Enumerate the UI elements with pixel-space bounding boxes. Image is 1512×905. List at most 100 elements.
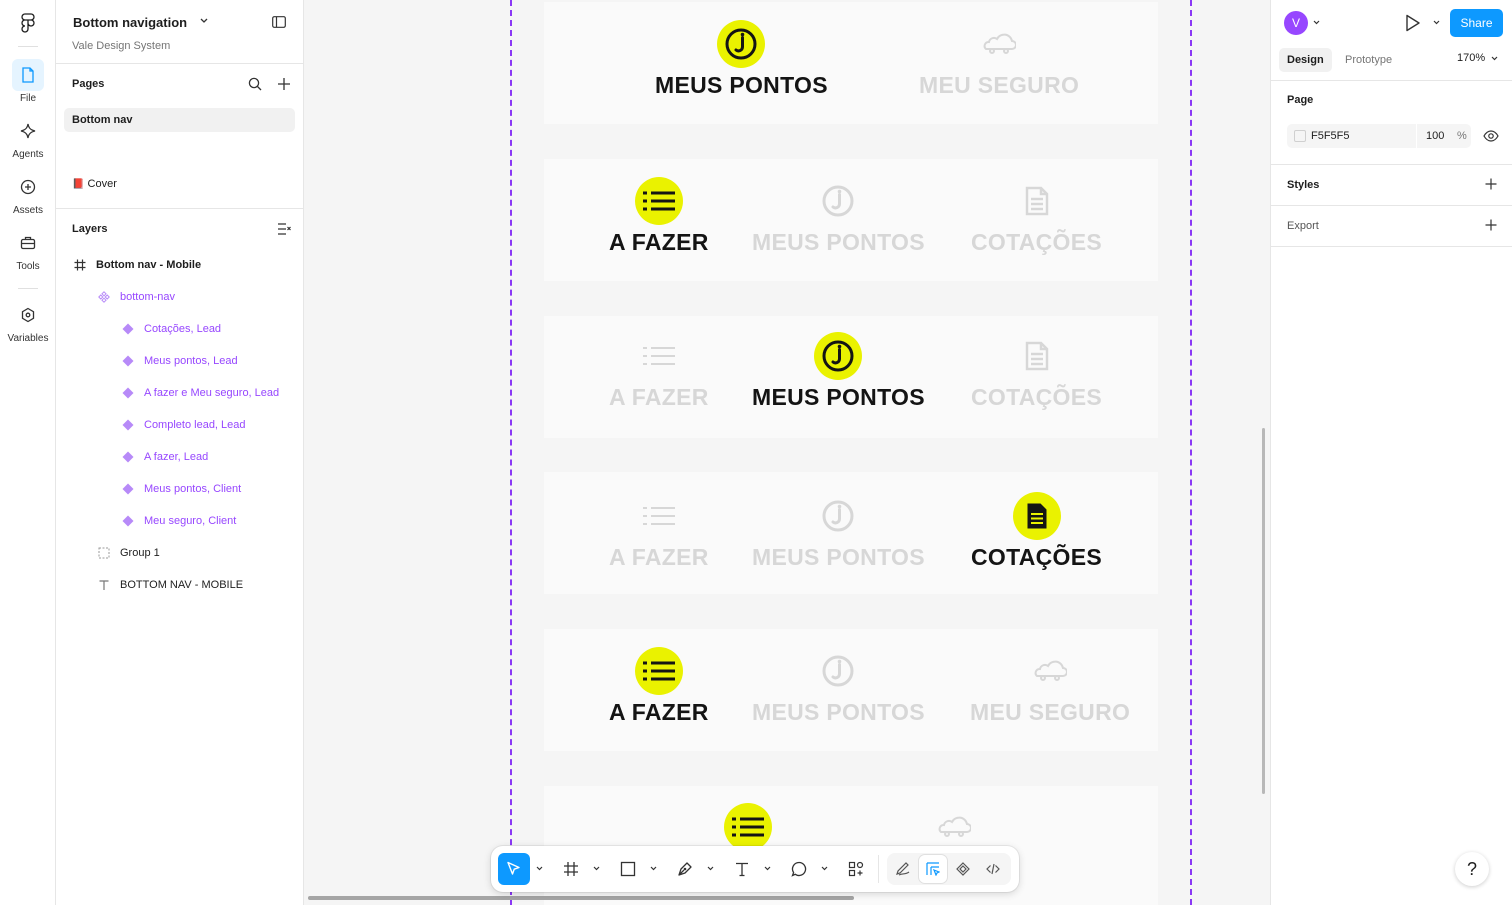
nav-tab-a-fazer[interactable]: A FAZER [609,647,709,726]
rail-item-agents[interactable]: Agents [0,115,56,165]
tab-design[interactable]: Design [1279,48,1332,72]
page-item-bottom-nav[interactable]: Bottom nav [64,108,295,132]
rail-item-variables[interactable]: Variables [0,299,56,349]
zoom-value: 170% [1457,52,1486,64]
tab-prototype[interactable]: Prototype [1345,54,1393,66]
move-tool-button[interactable] [498,853,530,885]
nav-tab-meu-seguro[interactable]: MEU SEGURO [919,20,1079,99]
bottom-nav-variant[interactable]: A FAZER MEUS PONTOS COTAÇÕES [544,159,1158,281]
shape-tool-button[interactable] [612,853,644,885]
chevron-down-icon[interactable] [1433,20,1440,25]
layer-variant[interactable]: Completo lead, Lead [56,409,304,441]
text-icon [736,862,748,877]
page-fill-row[interactable]: F5F5F5 100 % [1287,124,1471,148]
nav-tab-a-fazer[interactable]: A FAZER [609,177,709,256]
car-cloud-icon [1026,647,1074,695]
fill-opacity-value[interactable]: 100 [1426,130,1445,142]
present-play-icon[interactable] [1405,14,1421,32]
fill-color-swatch[interactable] [1294,130,1306,142]
pen-tool-button[interactable] [669,853,701,885]
draw-mode-button[interactable] [889,855,917,883]
user-avatar[interactable]: V [1284,11,1308,35]
layer-variant[interactable]: A fazer, Lead [56,441,304,473]
actions-grid-icon [848,861,864,877]
chevron-down-icon[interactable] [536,866,543,871]
nav-tab-meus-pontos[interactable]: MEUS PONTOS [752,332,925,411]
nav-tab-meu-seguro[interactable]: MEU SEGURO [970,647,1130,726]
component-icon [956,862,970,876]
rail-label: Variables [7,333,49,344]
group-icon [98,547,110,559]
figma-logo-icon[interactable] [18,12,38,34]
layer-component-set[interactable]: bottom-nav [56,281,304,313]
document-icon [1013,177,1061,225]
nav-tab-label: MEUS PONTOS [752,699,925,725]
layer-group[interactable]: Group 1 [56,537,304,569]
file-title[interactable]: Bottom navigation [73,15,188,30]
comment-tool-button[interactable] [783,853,815,885]
layer-variant[interactable]: Cotações, Lead [56,313,304,345]
bottom-nav-variant[interactable]: A FAZER MEUS PONTOS MEU SEGURO [544,629,1158,751]
layer-label: Completo lead, Lead [144,419,246,431]
layer-text[interactable]: BOTTOM NAV - MOBILE [56,569,304,601]
add-style-icon[interactable] [1485,178,1497,190]
chevron-down-icon[interactable] [1313,20,1320,25]
chevron-down-icon[interactable] [764,866,771,871]
rail-label: File [19,93,37,104]
layer-variant[interactable]: Meus pontos, Client [56,473,304,505]
layer-frame[interactable]: Bottom nav - Mobile [56,249,304,281]
nav-tab-cotacoes[interactable]: COTAÇÕES [971,332,1102,411]
horizontal-scrollbar[interactable] [308,896,854,900]
nav-tab-meus-pontos[interactable]: MEUS PONTOS [752,492,925,571]
zoom-level[interactable]: 170% [1457,52,1498,64]
nav-tab-cotacoes[interactable]: COTAÇÕES [971,492,1102,571]
chevron-down-icon[interactable] [593,866,600,871]
add-export-icon[interactable] [1485,219,1497,231]
nav-tab-meus-pontos[interactable]: MEUS PONTOS [655,20,828,99]
layer-variant[interactable]: A fazer e Meu seguro, Lead [56,377,304,409]
divider [1271,205,1512,206]
nav-tab-a-fazer[interactable]: A FAZER [609,332,709,411]
layer-variant[interactable]: Meus pontos, Lead [56,345,304,377]
chevron-down-icon[interactable] [200,18,208,24]
search-icon[interactable] [248,77,262,91]
nav-tab-meus-pontos[interactable]: MEUS PONTOS [752,177,925,256]
sidebar-toggle-icon[interactable] [272,16,286,28]
frame-icon [74,259,86,271]
nav-tab-meu-seguro[interactable] [930,803,978,851]
bottom-nav-variant[interactable]: MEUS PONTOS MEU SEGURO [544,2,1158,124]
collapse-layers-icon[interactable] [277,223,291,235]
fill-hex-value[interactable]: F5F5F5 [1311,130,1350,142]
help-button[interactable]: ? [1455,852,1489,886]
rail-item-file[interactable]: File [0,59,56,109]
chevron-down-icon[interactable] [821,866,828,871]
rail-item-tools[interactable]: Tools [0,227,56,277]
bottom-nav-variant[interactable]: A FAZER MEUS PONTOS COTAÇÕES [544,472,1158,594]
vertical-scrollbar[interactable] [1262,428,1265,794]
nav-tab-a-fazer[interactable] [724,803,772,851]
layer-variant[interactable]: Meu seguro, Client [56,505,304,537]
bottom-nav-variant[interactable]: A FAZER MEUS PONTOS COTAÇÕES [544,316,1158,438]
canvas[interactable]: MEUS PONTOS MEU SEGURO A FAZER MEUS PONT… [304,0,1270,905]
styles-section-title: Styles [1287,179,1320,191]
frame-tool-button[interactable] [555,853,587,885]
nav-tab-meus-pontos[interactable]: MEUS PONTOS [752,647,925,726]
nav-tab-cotacoes[interactable]: COTAÇÕES [971,177,1102,256]
design-mode-button[interactable] [919,855,947,883]
components-mode-button[interactable] [949,855,977,883]
add-page-icon[interactable] [277,77,291,91]
nav-tab-label: MEU SEGURO [919,72,1080,98]
chevron-down-icon[interactable] [650,866,657,871]
chevron-down-icon[interactable] [707,866,714,871]
actions-button[interactable] [840,853,872,885]
eye-icon[interactable] [1483,130,1499,142]
share-button[interactable]: Share [1450,9,1503,37]
text-tool-button[interactable] [726,853,758,885]
nav-tab-a-fazer[interactable]: A FAZER [609,492,709,571]
file-subtitle: Vale Design System [72,40,171,52]
nav-tab-label: COTAÇÕES [971,384,1103,410]
dev-mode-button[interactable] [979,855,1007,883]
rail-divider [18,288,38,289]
rail-item-assets[interactable]: Assets [0,171,56,221]
page-item-cover[interactable]: 📕 Cover [64,172,295,196]
